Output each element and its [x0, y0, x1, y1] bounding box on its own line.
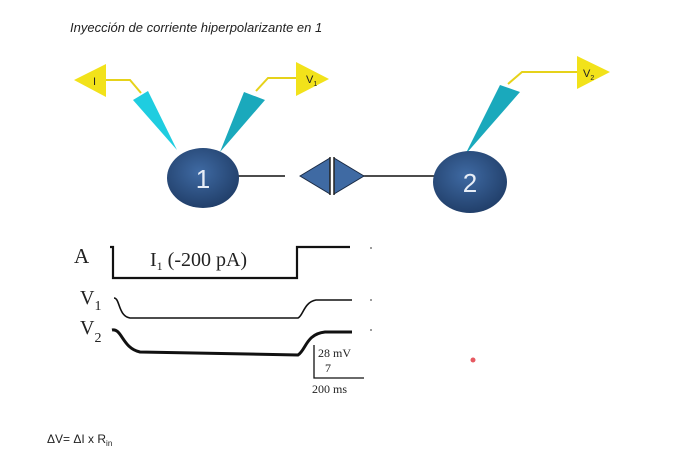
- svg-text:2: 2: [463, 168, 477, 198]
- v1-wire: [255, 77, 296, 92]
- v1-trace: [113, 297, 352, 319]
- current-amplifier-icon: I: [74, 64, 106, 97]
- slide-title: Inyección de corriente hiperpolarizante …: [70, 20, 322, 35]
- v1-amplifier-icon: V1: [296, 62, 329, 96]
- current-wire: [104, 79, 142, 94]
- current-pipette-icon: [133, 91, 177, 150]
- formula: ΔV= ΔI x Rin: [47, 432, 112, 448]
- v2-pipette-icon: [465, 85, 520, 155]
- svg-text:V2: V2: [583, 68, 594, 82]
- pointer-marker: [470, 357, 476, 363]
- trace-end-dot: [370, 299, 372, 301]
- scale-voltage-2: 7: [325, 361, 331, 375]
- svg-text:V1: V1: [306, 74, 317, 88]
- v2-wire: [507, 71, 578, 85]
- neuron-1: 1: [167, 148, 239, 208]
- panel-label: A: [74, 244, 90, 268]
- scale-bar: [313, 345, 364, 379]
- trace-end-dot: [370, 247, 372, 249]
- v2-amplifier-icon: V2: [577, 56, 610, 89]
- svg-text:1: 1: [196, 164, 210, 194]
- svg-text:I: I: [93, 76, 96, 88]
- scale-time: 200 ms: [312, 382, 347, 396]
- trace-end-dot: [370, 329, 372, 331]
- neuron-2: 2: [433, 151, 507, 213]
- v2-trace: [111, 328, 352, 357]
- v1-trace-label: V1: [80, 287, 101, 314]
- v2-trace-label: V2: [80, 317, 101, 346]
- scale-voltage: 28 mV: [318, 346, 351, 360]
- gap-junction-icon: [299, 157, 365, 195]
- current-trace: [110, 245, 350, 280]
- current-label: I1 (-200 pA): [150, 249, 247, 273]
- v1-pipette-icon: [220, 92, 265, 152]
